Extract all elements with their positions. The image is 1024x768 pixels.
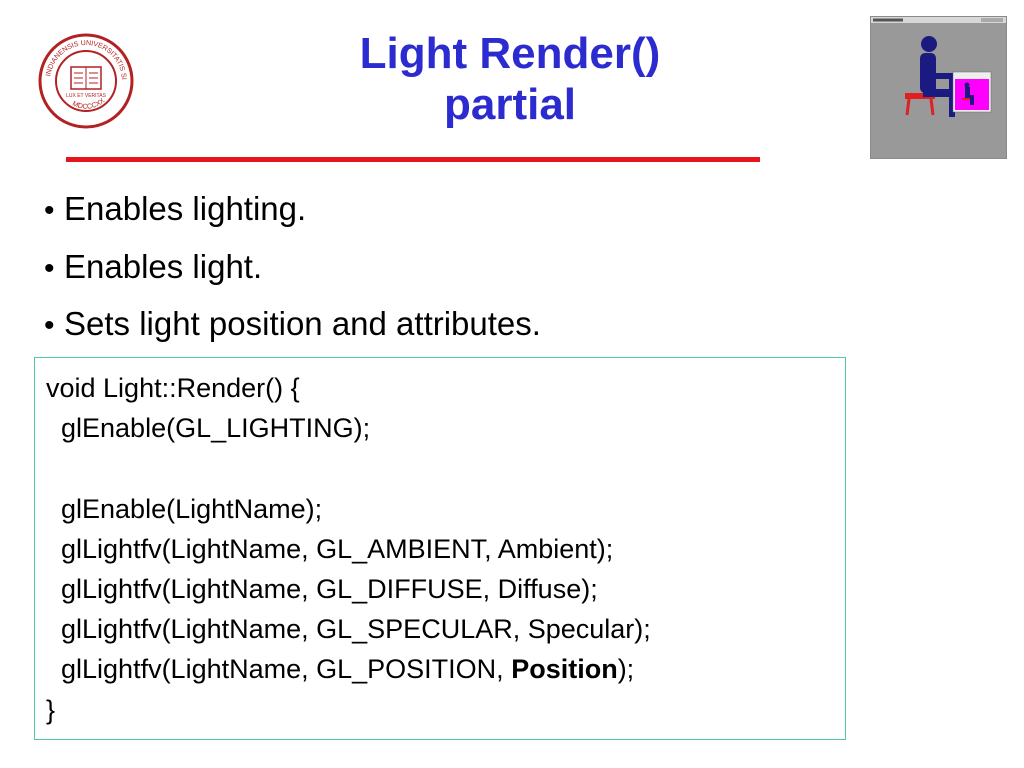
bullet-item: • Sets light position and attributes. [44,305,541,363]
bullet-item: • Enables lighting. [44,190,541,248]
code-line-position: glLightfv(LightName, GL_POSITION, Positi… [46,649,845,689]
svg-text:LUX ET VERITAS: LUX ET VERITAS [66,93,106,99]
code-line: glEnable(LightName); [46,493,323,524]
university-seal-logo: INDIANENSIS UNIVERSITATIS SIGILLUM MDCCC… [35,28,134,129]
title-line-2: partial [443,80,577,129]
code-position-prefix: glLightfv(LightName, GL_POSITION, [46,654,512,685]
code-block: void Light::Render() { glEnable(GL_LIGHT… [34,357,846,740]
bullet-text: Enables light. [64,247,263,285]
code-position-suffix: ); [617,654,635,685]
slide-title: Light Render() partial [260,28,760,130]
code-line [46,448,845,488]
title-line-1: Light Render() [359,29,661,78]
code-line: glEnable(GL_LIGHTING); [46,413,371,444]
code-line: glLightfv(LightName, GL_SPECULAR, Specul… [46,614,651,645]
bullet-dot: • [44,251,55,285]
code-closing-brace: } [46,694,56,725]
code-line: glLightfv(LightName, GL_DIFFUSE, Diffuse… [46,573,598,604]
bullet-text: Sets light position and attributes. [64,305,541,342]
bullet-dot: • [44,309,55,342]
title-underline [66,157,760,162]
code-line: glLightfv(LightName, GL_AMBIENT, Ambient… [46,533,614,564]
bullet-list: • Enables lighting. • Enables light. • S… [44,190,541,363]
code-position-bold: Position [511,654,618,685]
code-line: void Light::Render() { [46,373,300,403]
bullet-dot: • [44,194,55,227]
bullet-item: • Enables light. [44,248,541,306]
bullet-text: Enables lighting. [64,190,307,227]
rendered-scene-thumbnail [870,16,1007,159]
